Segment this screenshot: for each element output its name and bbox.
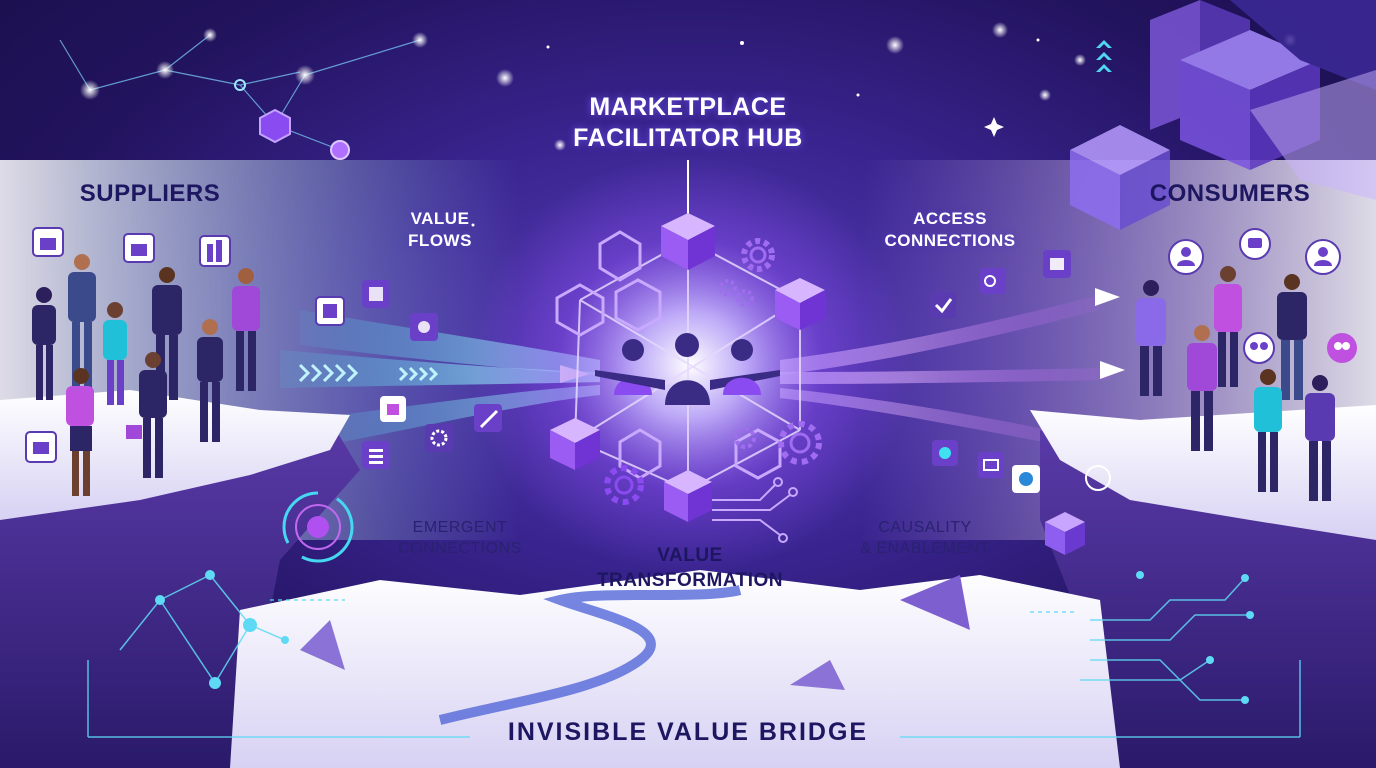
access-connections-label: ACCESS CONNECTIONS [855, 208, 1045, 252]
network-nodes [80, 22, 1297, 151]
chevron-up-icons [1096, 40, 1112, 72]
right-cliff [1030, 405, 1376, 768]
value-flows-line1: VALUE [410, 209, 470, 228]
circuit-nodes-right [1136, 571, 1254, 704]
valley-snow [230, 570, 1120, 768]
hub-title-line2: FACILITATOR HUB [573, 124, 803, 152]
transformation-line1: VALUE [657, 545, 723, 566]
access-line1: ACCESS [913, 209, 987, 228]
sparkles [471, 38, 1040, 227]
causality-line2: & ENABLEMENT [860, 540, 990, 557]
emergent-line2: CONNECTIONS [398, 540, 522, 557]
emergent-connections-label: EMERGENT CONNECTIONS [380, 517, 540, 559]
hub-title: MARKETPLACE FACILITATOR HUB [538, 92, 838, 154]
gear-icon [604, 238, 822, 505]
consumers-title: CONSUMERS [1149, 180, 1311, 207]
circuit-bottom-right [900, 577, 1301, 738]
transformation-line2: TRANSFORMATION [596, 570, 784, 591]
network-top-left [59, 34, 421, 151]
hexagon-node-icon [234, 79, 350, 160]
circuit-traces-hub [712, 477, 798, 543]
circuit-nodes [155, 570, 289, 689]
suppliers-crowd [32, 254, 260, 496]
value-flows-line2: FLOWS [408, 231, 472, 250]
suppliers-title: SUPPLIERS [79, 180, 221, 207]
access-line2: CONNECTIONS [884, 231, 1016, 250]
consumer-icon-tiles [930, 228, 1357, 493]
value-transformation-label: VALUE TRANSFORMATION [560, 543, 820, 593]
hub-title-line1: MARKETPLACE [589, 93, 787, 121]
value-flows-label: VALUE FLOWS [370, 208, 510, 252]
cube-icon [1045, 512, 1085, 555]
bridge-title: INVISIBLE VALUE BRIDGE [507, 718, 869, 746]
consumers-crowd [1136, 266, 1335, 501]
emergent-line1: EMERGENT [412, 519, 508, 536]
causality-enablement-label: CAUSALITY & ENABLEMENT [845, 517, 1005, 559]
causality-line1: CAUSALITY [878, 519, 972, 536]
target-ring-icon [282, 491, 354, 563]
geometric-cubes [1070, 0, 1376, 230]
facilitators [595, 333, 780, 405]
chevron-right-icons [298, 363, 439, 383]
hub-cubes [550, 213, 825, 522]
supplier-icon-tiles [25, 227, 502, 469]
